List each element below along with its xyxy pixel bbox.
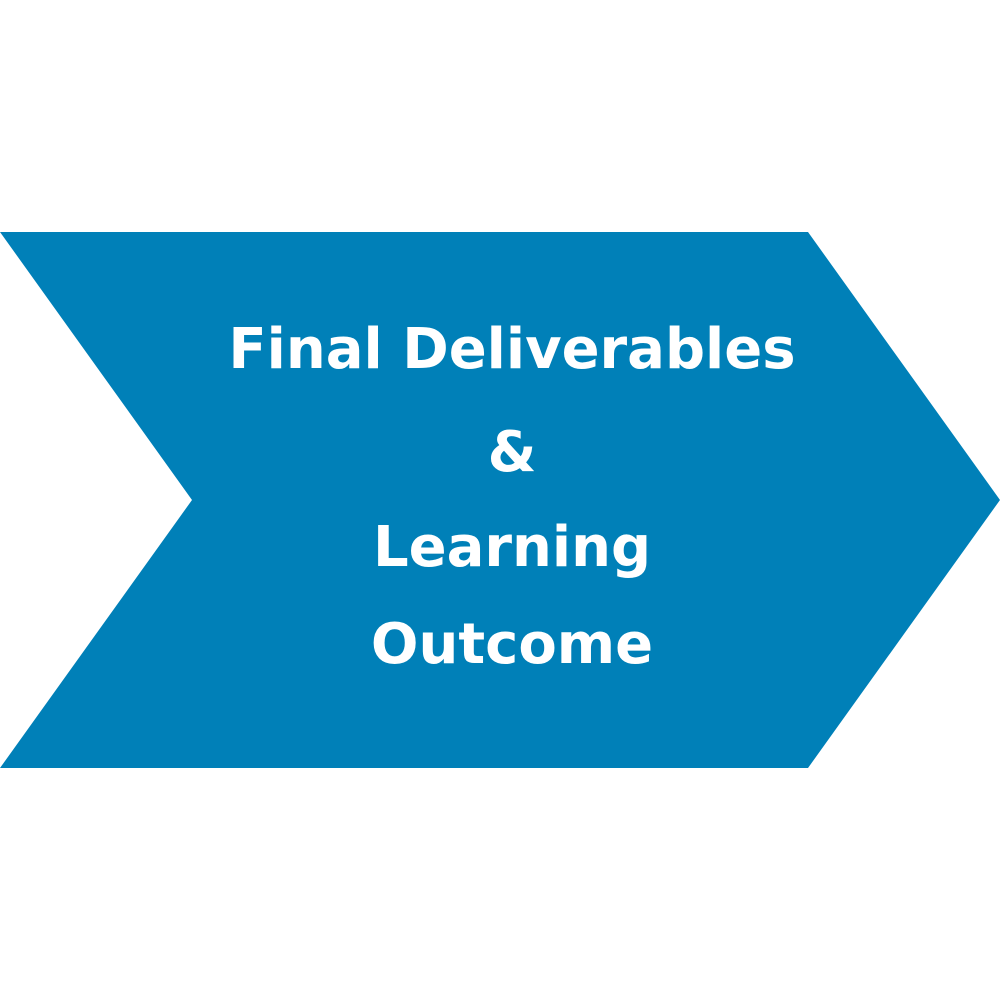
label-line-1: Final Deliverables xyxy=(228,317,796,382)
label-line-2: & xyxy=(487,420,537,485)
label-line-3: Learning xyxy=(372,515,652,580)
chevron-polygon xyxy=(0,232,1000,768)
label-line-4: Outcome xyxy=(370,612,654,677)
